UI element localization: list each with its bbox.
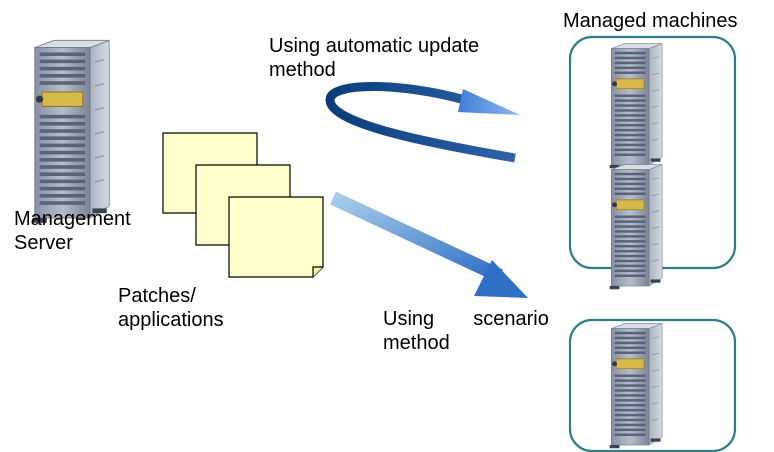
managed-machine-2-icon — [609, 164, 663, 290]
scenario-arrow — [330, 191, 528, 298]
managed-machines-label: Managed machines — [563, 10, 738, 32]
automatic-update-arrow — [325, 82, 520, 163]
managed-machine-1-icon — [609, 43, 663, 169]
scenario-method-label: Using scenario method — [383, 308, 549, 354]
scenario-target-group-box — [568, 318, 737, 452]
management-server-label: Management Server — [14, 208, 131, 254]
automatic-update-method-label: Using automatic update method — [269, 35, 480, 81]
patches-applications-label: Patches/ applications — [118, 285, 224, 331]
managed-machine-3-icon — [609, 323, 663, 449]
management-server-icon — [31, 39, 110, 224]
patches-documents-icon — [162, 132, 324, 278]
